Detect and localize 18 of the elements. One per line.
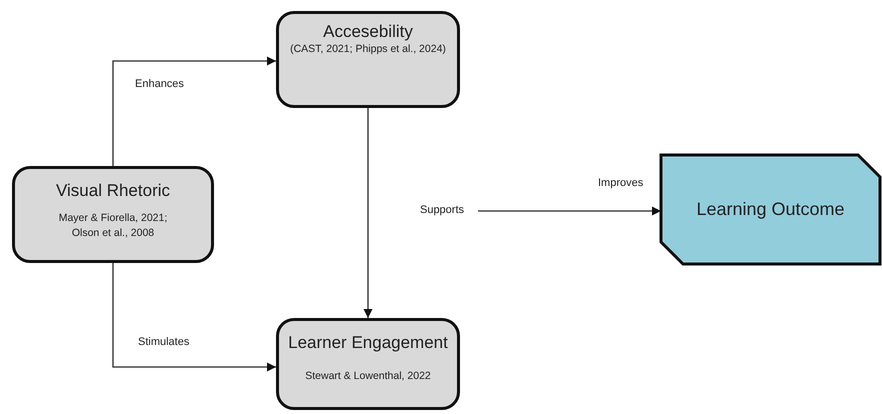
process-box — [12, 166, 214, 263]
edge-label: Enhances — [135, 78, 184, 90]
edge-label: Improves — [598, 177, 644, 189]
node-title: Visual Rhetoric — [56, 181, 170, 201]
arrow — [478, 206, 661, 216]
node-title: Accesebility — [323, 22, 413, 42]
process-box — [276, 318, 460, 410]
edge-label: Stimulates — [138, 336, 190, 348]
citation-text: Stewart & Lowenthal, 2022 — [305, 369, 431, 384]
node-label: Supports — [420, 203, 464, 218]
arrow — [112, 56, 276, 166]
arrow — [364, 108, 372, 318]
arrow — [112, 263, 276, 372]
node-title: Learning Outcome — [696, 199, 845, 220]
node-title: Learner Engagement — [288, 333, 448, 353]
process-box — [276, 11, 460, 108]
citation-text: Mayer & Fiorella, 2021; Olson et al., 2008 — [58, 211, 168, 240]
citation-text: (CAST, 2021; Phipps et al., 2024) — [290, 42, 446, 57]
